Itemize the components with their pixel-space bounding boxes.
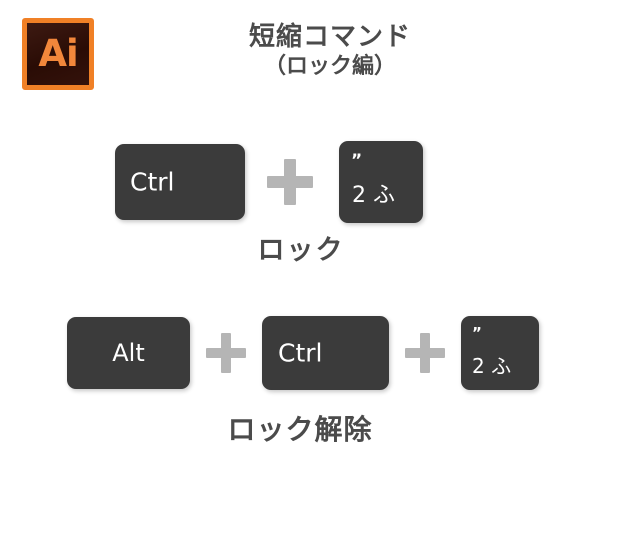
page-title-subtitle: （ロック編） <box>263 53 396 79</box>
key-ctrl[interactable]: Ctrl <box>262 316 389 390</box>
shortcut-label-lock: ロック <box>257 235 345 266</box>
shortcut-row-unlock: Alt Ctrl ” 2 ふ <box>67 316 539 390</box>
key-2-fu-top-label: ” <box>472 324 482 342</box>
adobe-illustrator-icon-label: Ai <box>38 31 78 75</box>
key-ctrl[interactable]: Ctrl <box>115 144 245 220</box>
key-2-fu[interactable]: ” 2 ふ <box>339 141 423 223</box>
key-ctrl-label: Ctrl <box>130 167 175 197</box>
shortcut-label-unlock: ロック解除 <box>227 413 373 446</box>
key-2-fu[interactable]: ” 2 ふ <box>461 316 539 390</box>
plus-icon <box>206 333 246 373</box>
key-ctrl-label: Ctrl <box>278 338 323 368</box>
shortcut-row-lock: Ctrl ” 2 ふ <box>115 141 423 223</box>
key-alt[interactable]: Alt <box>67 317 190 389</box>
key-2-fu-label: 2 ふ <box>352 183 395 208</box>
key-2-fu-top-label: ” <box>351 151 363 171</box>
page-title: 短縮コマンド （ロック編） <box>180 22 480 81</box>
page-title-main: 短縮コマンド <box>248 22 411 52</box>
plus-icon <box>405 333 445 373</box>
key-2-fu-label: 2 ふ <box>472 354 512 378</box>
plus-icon <box>267 159 313 205</box>
key-alt-label: Alt <box>112 339 145 367</box>
adobe-illustrator-icon: Ai <box>22 18 94 90</box>
